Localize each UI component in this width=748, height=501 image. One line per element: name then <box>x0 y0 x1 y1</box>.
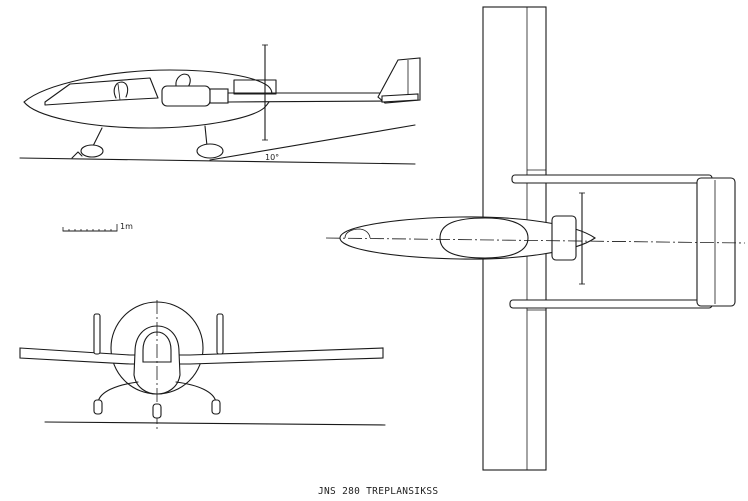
top-centerline <box>325 237 746 244</box>
scale-bar-label: 1m <box>120 222 133 231</box>
side-horizontal-tail <box>381 93 419 103</box>
side-wing-root <box>233 79 277 95</box>
front-fin-left <box>93 313 101 355</box>
top-fuselage <box>339 216 596 260</box>
top-tail-boom-lower <box>509 299 713 309</box>
top-canopy <box>439 217 529 259</box>
front-wheel-left <box>93 399 103 415</box>
side-pilot-rear <box>175 73 191 89</box>
side-main-strut <box>204 125 208 147</box>
front-gear-left-strut <box>97 381 139 403</box>
side-angle-label: 10° <box>265 153 279 162</box>
front-fin-right <box>216 313 224 355</box>
top-view <box>325 6 746 471</box>
drawing-caption: JNS 280 TREPLANSIKSS <box>318 486 438 497</box>
side-front-wheel <box>80 144 104 158</box>
front-gear-right-strut <box>175 381 217 403</box>
top-engine <box>551 215 577 261</box>
side-canopy <box>44 77 159 106</box>
side-engine-cowl <box>209 88 229 104</box>
side-engine-nacelle <box>161 85 211 107</box>
side-pilot-front <box>113 81 129 99</box>
front-wheel-right <box>211 399 221 415</box>
side-main-wheel <box>196 143 224 159</box>
side-nose-skid <box>71 151 83 159</box>
side-ground-line <box>19 157 416 165</box>
front-view <box>19 300 386 430</box>
top-horizontal-tail <box>696 177 736 307</box>
top-nose-canopy <box>344 228 371 239</box>
front-wheel-nose <box>152 403 162 419</box>
scale-bar: 1m <box>62 222 133 232</box>
front-wing <box>19 347 384 365</box>
side-angle-line <box>209 124 416 161</box>
side-canopy-inner <box>117 83 121 101</box>
side-view: 10° <box>19 44 421 165</box>
front-ground-line <box>44 421 386 426</box>
top-tail-boom-upper <box>511 174 713 184</box>
